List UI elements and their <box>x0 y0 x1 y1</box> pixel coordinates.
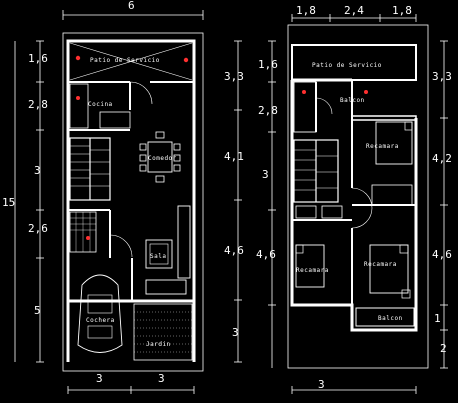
label-comedor: Comedor <box>148 155 177 162</box>
dim-upper-right-4: 1 <box>434 312 441 325</box>
dim-ground-bottom-1: 3 <box>96 372 103 385</box>
dim-ground-total: 15 <box>2 196 15 209</box>
ground-floor-plan <box>62 32 204 372</box>
fixture-accents <box>75 55 368 240</box>
dim-upper-right-3: 4,6 <box>432 248 452 261</box>
dim-upper-right-5: 2 <box>440 342 447 355</box>
label-recamara-right: Recamara <box>364 261 397 268</box>
dim-upper-right-2: 4,2 <box>432 152 452 165</box>
dim-upper-right-1: 3,3 <box>432 70 452 83</box>
label-balcon-top: Balcon <box>340 97 365 104</box>
dim-ground-right-2: 4,1 <box>224 150 244 163</box>
dim-ground-right-1: 3,3 <box>224 70 244 83</box>
dim-upper-left-2: 2,8 <box>258 104 278 117</box>
dim-ground-right-4: 3 <box>232 326 239 339</box>
dim-upper-top-2: 2,4 <box>344 4 364 17</box>
dim-ground-left-5: 5 <box>34 304 41 317</box>
dim-ground-left-1: 1,6 <box>28 52 48 65</box>
dim-upper-top-3: 1,8 <box>392 4 412 17</box>
label-patio-ground: Patio de Servicio <box>90 57 160 64</box>
dim-ground-left-2: 2,8 <box>28 98 48 111</box>
dim-ground-top: 6 <box>128 0 135 12</box>
dim-upper-top-1: 1,8 <box>296 4 316 17</box>
label-cocina: Cocina <box>88 101 113 108</box>
dim-ground-bottom-2: 3 <box>158 372 165 385</box>
label-jardin: Jardin <box>146 341 171 348</box>
label-sala: Sala <box>150 253 166 260</box>
dim-upper-left-3: 3 <box>262 168 269 181</box>
upper-floor-plan <box>287 24 429 369</box>
label-cochera: Cochera <box>86 317 115 324</box>
dim-upper-left-1: 1,6 <box>258 58 278 71</box>
dim-ground-left-3: 3 <box>34 164 41 177</box>
label-recamara-left: Recamara <box>296 267 329 274</box>
label-recamara-upper-right-top: Recamara <box>366 143 399 150</box>
dim-ground-left-4: 2,6 <box>28 222 48 235</box>
label-balcon-bottom: Balcon <box>378 315 403 322</box>
label-patio-upper: Patio de Servicio <box>312 62 382 69</box>
dim-upper-left-4: 4,6 <box>256 248 276 261</box>
dimension-lines <box>14 10 448 394</box>
dim-upper-bottom: 3 <box>318 378 325 391</box>
dim-ground-right-3: 4,6 <box>224 244 244 257</box>
